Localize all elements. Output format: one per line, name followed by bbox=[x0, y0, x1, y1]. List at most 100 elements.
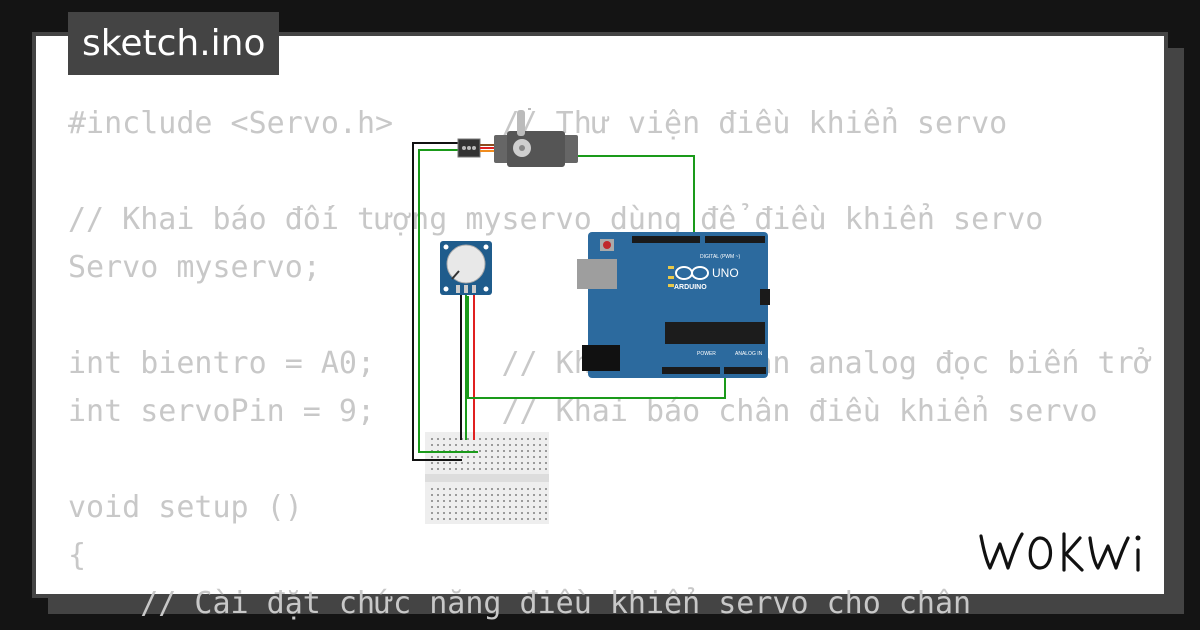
code-line: // Khai báo đối tượng myservo dùng để đi… bbox=[68, 202, 1044, 237]
breadboard-hole bbox=[497, 488, 499, 490]
breadboard-hole bbox=[503, 500, 505, 502]
breadboard-hole bbox=[533, 444, 535, 446]
analog-pins-label: ANALOG IN bbox=[735, 351, 763, 357]
breadboard-hole bbox=[533, 468, 535, 470]
breadboard-hole bbox=[533, 438, 535, 440]
breadboard-hole bbox=[449, 438, 451, 440]
breadboard-hole bbox=[449, 500, 451, 502]
breadboard-hole bbox=[521, 450, 523, 452]
breadboard-hole bbox=[515, 456, 517, 458]
breadboard-hole bbox=[497, 512, 499, 514]
breadboard-hole bbox=[509, 450, 511, 452]
breadboard-hole bbox=[479, 506, 481, 508]
digital-pins-label: DIGITAL (PWM ~) bbox=[700, 254, 740, 260]
breadboard-hole bbox=[461, 518, 463, 520]
breadboard-hole bbox=[533, 494, 535, 496]
breadboard-hole bbox=[497, 444, 499, 446]
breadboard-hole bbox=[455, 512, 457, 514]
breadboard-hole bbox=[479, 462, 481, 464]
breadboard-hole bbox=[515, 494, 517, 496]
breadboard-hole bbox=[509, 438, 511, 440]
code-line: // Cài đặt chức năng điều khiển servo ch… bbox=[68, 586, 972, 621]
wires bbox=[412, 142, 726, 461]
breadboard-hole bbox=[461, 512, 463, 514]
breadboard-hole bbox=[461, 468, 463, 470]
breadboard-hole bbox=[545, 444, 547, 446]
breadboard-hole bbox=[455, 506, 457, 508]
breadboard-hole bbox=[521, 456, 523, 458]
breadboard-hole bbox=[545, 512, 547, 514]
breadboard bbox=[425, 432, 549, 524]
breadboard-hole bbox=[503, 468, 505, 470]
breadboard-hole bbox=[455, 500, 457, 502]
breadboard-hole bbox=[539, 494, 541, 496]
breadboard-hole bbox=[479, 518, 481, 520]
breadboard-hole bbox=[497, 518, 499, 520]
breadboard-hole bbox=[533, 456, 535, 458]
breadboard-hole bbox=[449, 462, 451, 464]
breadboard-hole bbox=[527, 444, 529, 446]
breadboard-hole bbox=[509, 488, 511, 490]
breadboard-hole bbox=[515, 438, 517, 440]
breadboard-hole bbox=[527, 488, 529, 490]
breadboard-hole bbox=[455, 494, 457, 496]
breadboard-hole bbox=[539, 450, 541, 452]
breadboard-hole bbox=[467, 518, 469, 520]
breadboard-hole bbox=[485, 506, 487, 508]
breadboard-hole bbox=[545, 494, 547, 496]
breadboard-hole bbox=[545, 488, 547, 490]
board-brand-label: ARDUINO bbox=[674, 284, 707, 291]
breadboard-hole bbox=[521, 500, 523, 502]
breadboard-hole bbox=[503, 444, 505, 446]
breadboard-hole bbox=[431, 512, 433, 514]
breadboard-hole bbox=[485, 500, 487, 502]
breadboard-hole bbox=[449, 488, 451, 490]
breadboard-hole bbox=[533, 506, 535, 508]
breadboard-hole bbox=[449, 456, 451, 458]
breadboard-hole bbox=[485, 494, 487, 496]
breadboard-hole bbox=[539, 500, 541, 502]
breadboard-hole bbox=[503, 506, 505, 508]
breadboard-hole bbox=[473, 444, 475, 446]
breadboard-hole bbox=[539, 438, 541, 440]
breadboard-hole bbox=[491, 518, 493, 520]
breadboard-hole bbox=[431, 494, 433, 496]
wokwi-logo bbox=[979, 532, 1141, 572]
breadboard-hole bbox=[437, 512, 439, 514]
breadboard-hole bbox=[437, 438, 439, 440]
breadboard-hole bbox=[521, 488, 523, 490]
breadboard-hole bbox=[479, 444, 481, 446]
sketch-file-title: sketch.ino bbox=[68, 12, 280, 75]
breadboard-hole bbox=[431, 456, 433, 458]
breadboard-hole bbox=[509, 462, 511, 464]
breadboard-hole bbox=[545, 468, 547, 470]
arduino-uno-board: UNO ARDUINO DIGITAL (PWM ~) ANALOG IN PO… bbox=[577, 232, 770, 378]
breadboard-hole bbox=[533, 500, 535, 502]
servo-motor bbox=[457, 108, 578, 167]
breadboard-hole bbox=[479, 438, 481, 440]
breadboard-hole bbox=[467, 494, 469, 496]
breadboard-hole bbox=[431, 444, 433, 446]
breadboard-hole bbox=[479, 488, 481, 490]
breadboard-hole bbox=[515, 500, 517, 502]
breadboard-hole bbox=[491, 456, 493, 458]
breadboard-hole bbox=[545, 438, 547, 440]
breadboard-hole bbox=[479, 512, 481, 514]
breadboard-hole bbox=[437, 494, 439, 496]
code-line: void setup () bbox=[68, 490, 303, 525]
breadboard-hole bbox=[539, 518, 541, 520]
breadboard-hole bbox=[521, 512, 523, 514]
breadboard-hole bbox=[467, 512, 469, 514]
breadboard-hole bbox=[479, 500, 481, 502]
breadboard-hole bbox=[491, 494, 493, 496]
board-model-label: UNO bbox=[712, 266, 739, 280]
breadboard-hole bbox=[473, 488, 475, 490]
breadboard-hole bbox=[485, 450, 487, 452]
breadboard-hole bbox=[443, 456, 445, 458]
breadboard-hole bbox=[497, 438, 499, 440]
breadboard-hole bbox=[491, 468, 493, 470]
breadboard-hole bbox=[443, 506, 445, 508]
breadboard-hole bbox=[527, 462, 529, 464]
breadboard-hole bbox=[533, 462, 535, 464]
breadboard-hole bbox=[479, 456, 481, 458]
